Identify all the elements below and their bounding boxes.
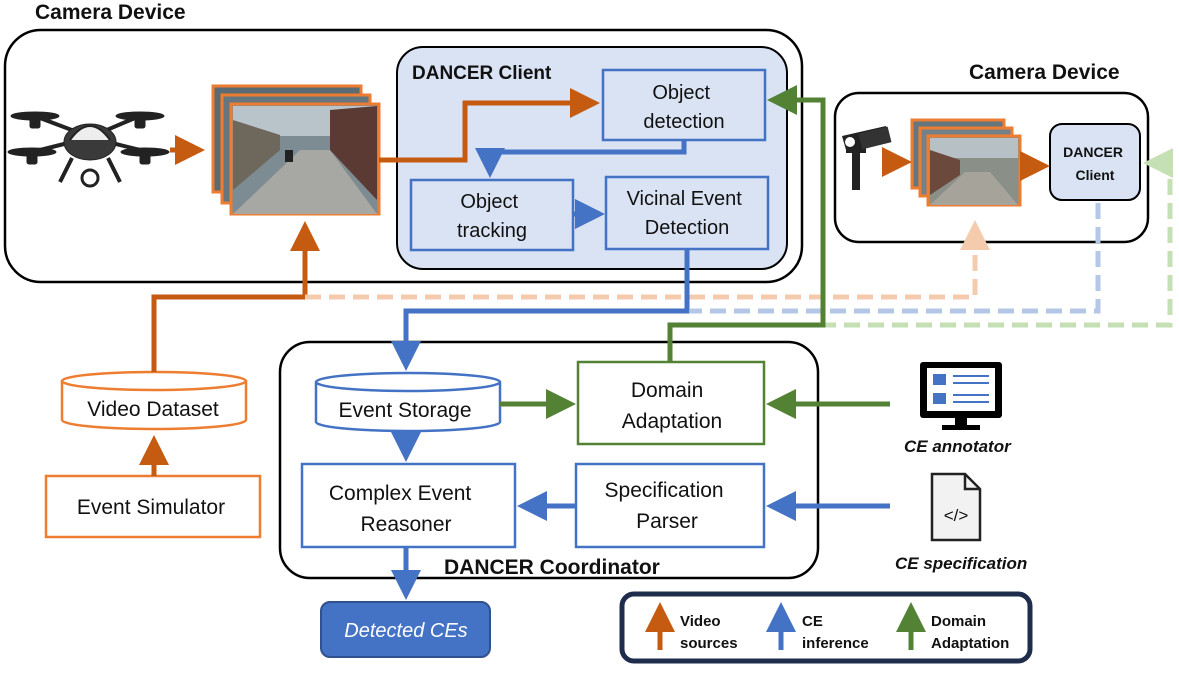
svg-text:Domain Adaptation: Domain Adaptation xyxy=(931,613,1009,652)
object-detection-box xyxy=(601,68,767,142)
object-tracking-label: Object tracking xyxy=(457,191,527,242)
complex-event-reasoner-box xyxy=(300,462,517,549)
ce-specification-label: CE specification xyxy=(895,554,1027,573)
svg-text:</>: </> xyxy=(944,506,969,525)
dashed-video-to-second-device xyxy=(305,220,990,300)
camera-device-second-label: Camera Device xyxy=(969,61,1120,84)
vicinal-event-detection-box xyxy=(604,175,770,251)
dancer-client-small-box xyxy=(1049,123,1141,201)
dancer-coordinator-label: DANCER Coordinator xyxy=(444,556,660,579)
legend-box xyxy=(619,591,1033,664)
monitor-icon xyxy=(920,362,1002,430)
arrow-detection-to-tracking xyxy=(475,141,687,178)
svg-text:Video sources: Video sources xyxy=(680,613,738,652)
camera-device-main-label: Camera Device xyxy=(35,1,186,24)
video-frames-small-icon xyxy=(910,118,1022,207)
arrow-frames-to-object-detection xyxy=(379,88,600,163)
video-frames-icon xyxy=(211,84,381,216)
detected-ces-box xyxy=(320,601,491,658)
dancer-client-small-label: DANCER Client xyxy=(1063,144,1127,183)
domain-adaptation-label: Domain Adaptation xyxy=(622,379,722,433)
ce-annotator-label: CE annotator xyxy=(904,437,1012,456)
arrow-vicinal-to-event-storage xyxy=(391,249,690,371)
complex-event-reasoner-label: Complex Event Reasoner xyxy=(329,482,477,536)
arrow-domain-adaptation-to-detection xyxy=(667,85,826,362)
drone-icon xyxy=(7,111,170,188)
object-tracking-box xyxy=(409,178,575,252)
event-storage-label: Event Storage xyxy=(338,399,471,422)
legend-video-sources: Video sources xyxy=(645,602,738,652)
video-dataset-label: Video Dataset xyxy=(87,398,219,421)
arrow-dataset-to-frames xyxy=(151,221,320,372)
dashed-ce-from-second-device xyxy=(690,203,1101,314)
specification-parser-box xyxy=(574,462,766,549)
domain-adaptation-box xyxy=(576,360,766,446)
video-dataset-cylinder xyxy=(60,370,248,431)
specification-parser-label: Specification Parser xyxy=(605,479,730,533)
object-detection-label: Object detection xyxy=(643,82,724,133)
event-simulator-label: Event Simulator xyxy=(77,496,225,519)
legend-domain-adaptation: Domain Adaptation xyxy=(896,602,1009,652)
legend-ce-inference: CE inference xyxy=(766,602,869,652)
vicinal-event-detection-label: Vicinal Event Detection xyxy=(627,188,748,239)
svg-text:CE inference: CE inference xyxy=(802,613,869,652)
code-document-icon: </> xyxy=(930,472,982,542)
event-storage-cylinder xyxy=(314,371,502,433)
dancer-client-label: DANCER Client xyxy=(412,63,552,84)
security-camera-icon xyxy=(842,126,892,190)
dashed-domain-to-second-device xyxy=(820,148,1173,328)
detected-ces-label: Detected CEs xyxy=(344,620,467,642)
